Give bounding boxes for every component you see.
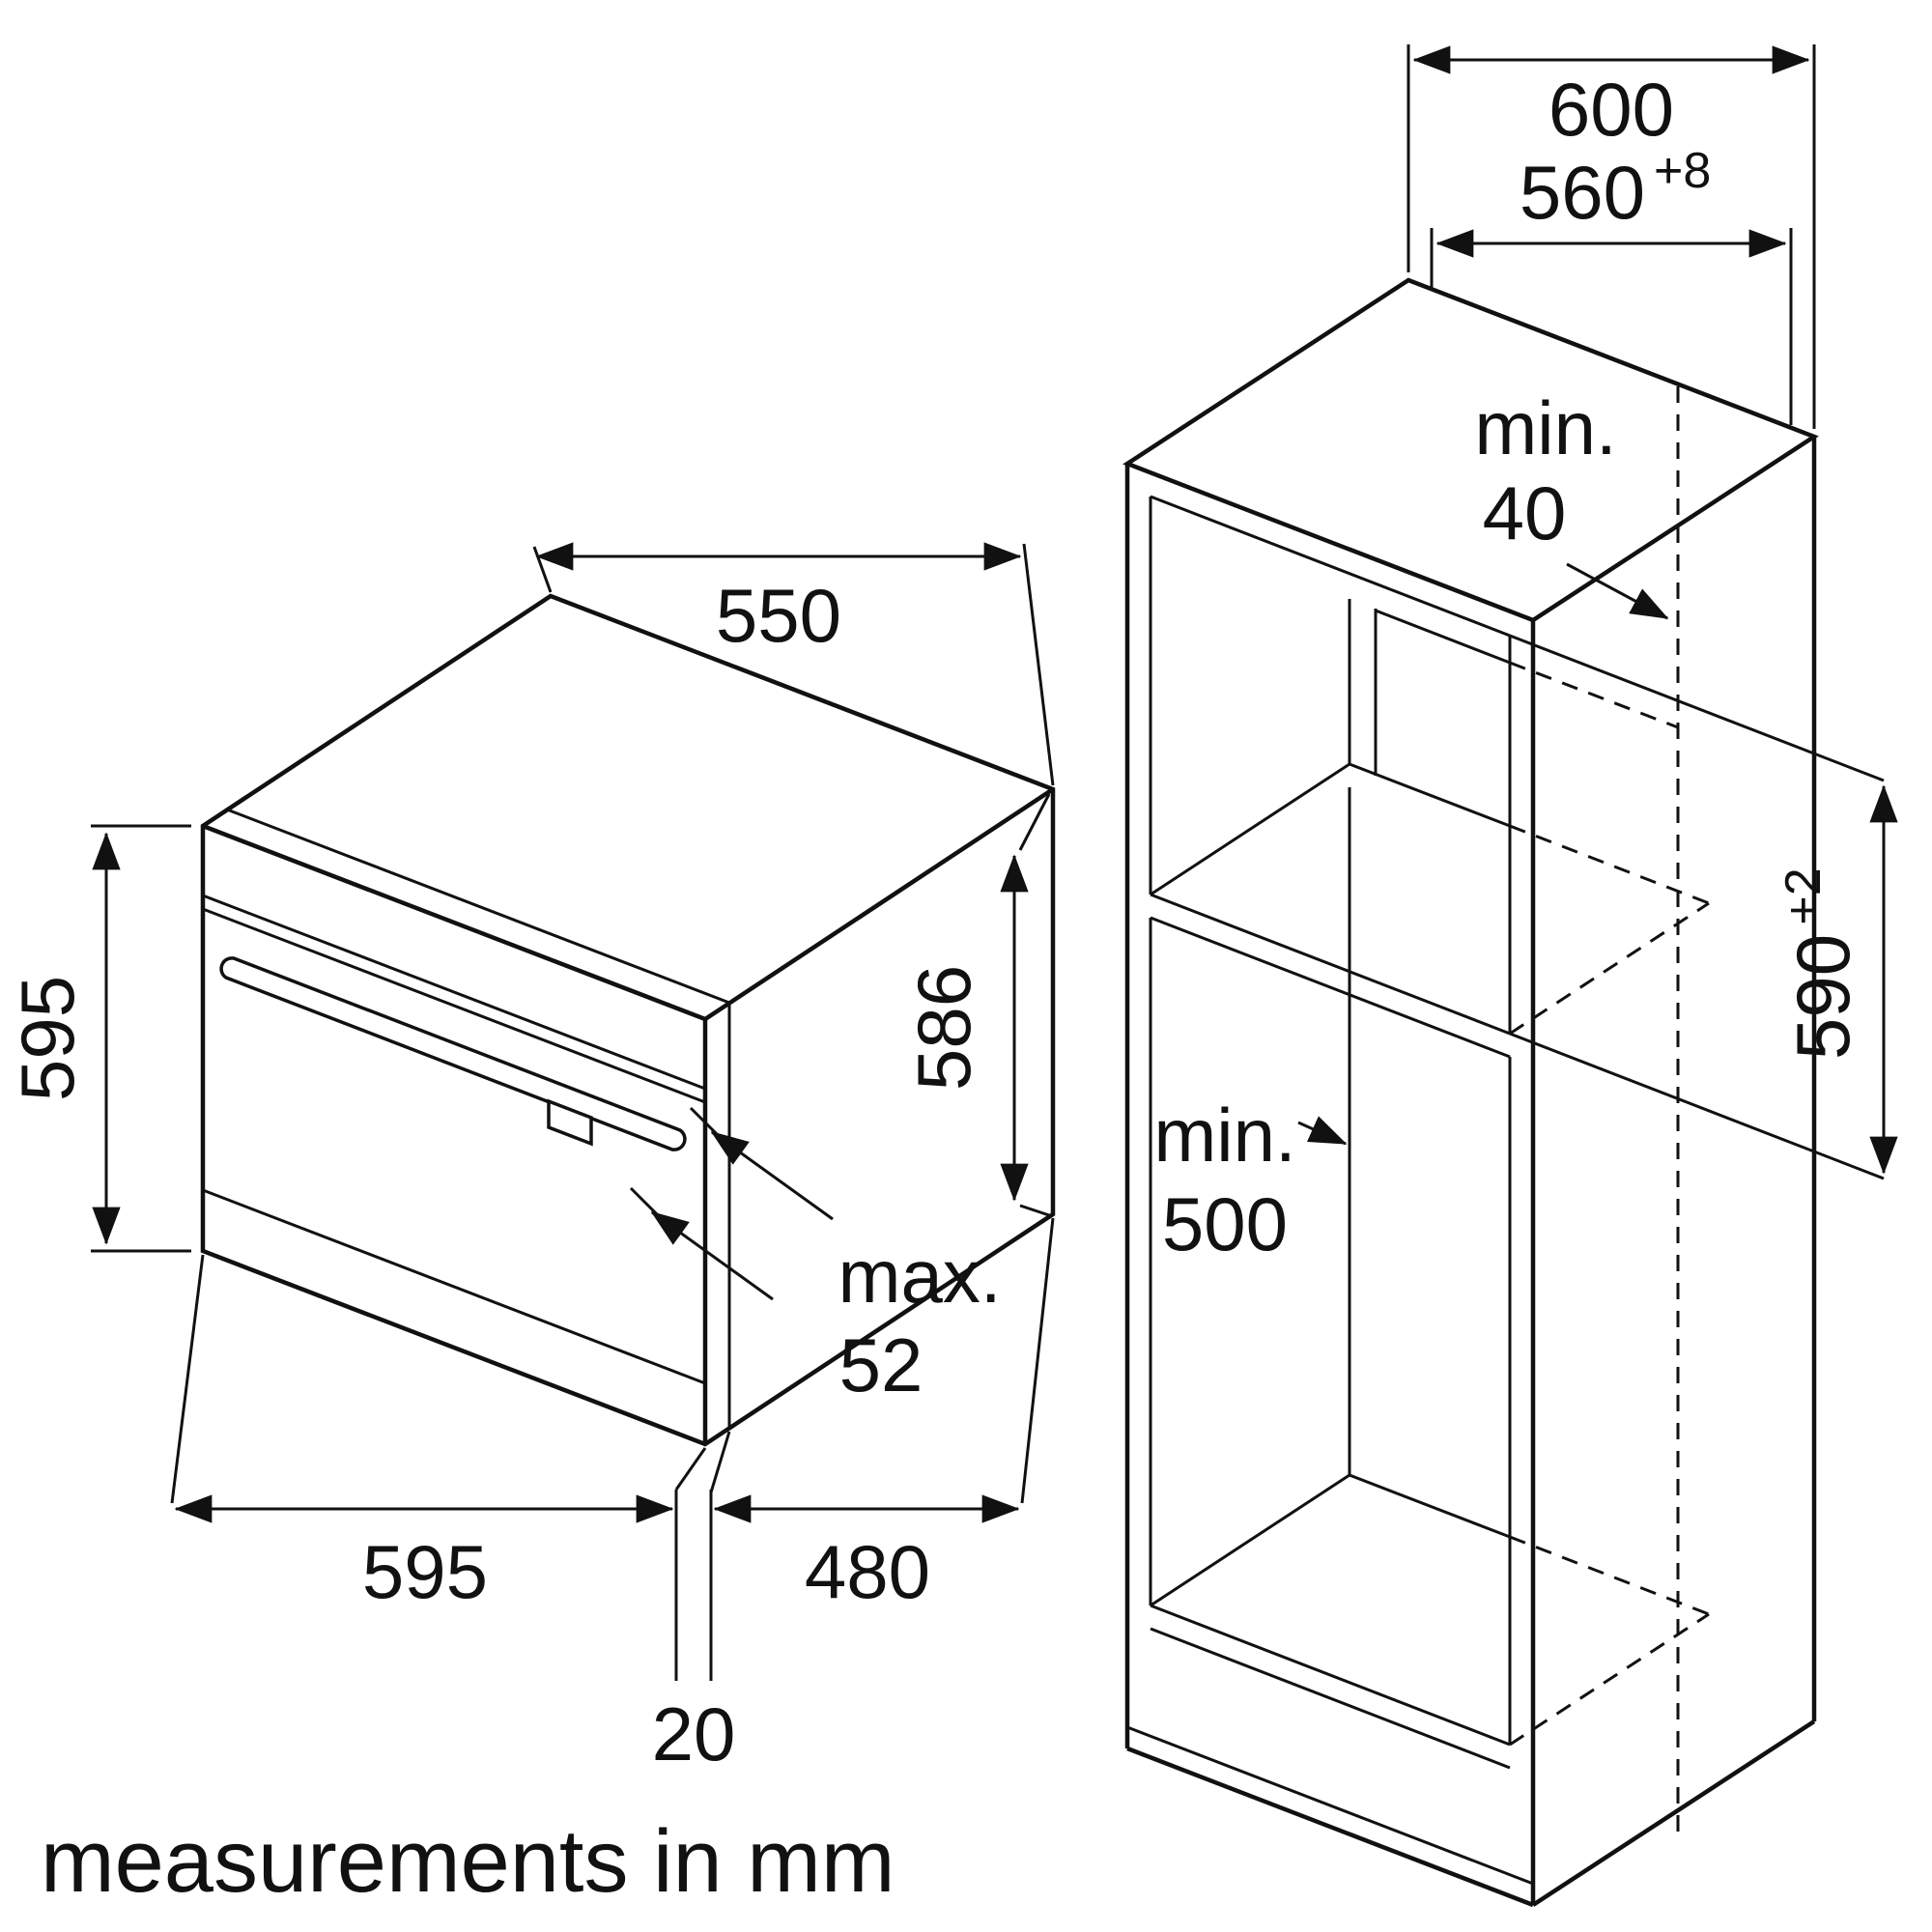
oven-handle-bracket bbox=[547, 1098, 593, 1147]
oven-top-right-edge bbox=[703, 787, 1055, 1021]
cabinet-dimensions: 600 560 +8 min. 40 min. 500 590 +2 bbox=[1153, 44, 1898, 1266]
oven-drawing bbox=[200, 593, 1056, 1447]
oven-control-panel-line-1 bbox=[202, 894, 706, 1091]
oven-handle-max-label: max. bbox=[838, 1234, 1001, 1319]
niche-depth-label: min. bbox=[1153, 1093, 1295, 1178]
oven-door-bottom-line bbox=[202, 1188, 706, 1385]
cabinet-bottom-front-edge bbox=[1126, 1746, 1534, 1908]
oven-depth-bottom-label: 480 bbox=[805, 1529, 930, 1614]
cabinet-top-face bbox=[1122, 277, 1819, 623]
oven-body-outline bbox=[200, 593, 1056, 1447]
measurements-note: measurements in mm bbox=[41, 1812, 895, 1911]
niche-rear-gap-label: min. bbox=[1474, 385, 1616, 470]
oven-handle-max-value: 52 bbox=[839, 1322, 923, 1407]
oven-height-left-label: 595 bbox=[5, 976, 90, 1101]
oven-control-panel-line-2 bbox=[202, 907, 706, 1104]
niche-height-tolerance: +2 bbox=[1776, 867, 1832, 924]
niche-inner-width-tolerance: +8 bbox=[1654, 143, 1711, 199]
oven-front-top-edge bbox=[202, 823, 706, 1022]
oven-width-bottom-label: 595 bbox=[362, 1529, 488, 1614]
oven-depth-top-label: 550 bbox=[716, 573, 841, 658]
cabinet-bottom-right-edge bbox=[1531, 1719, 1816, 1907]
niche-height-label: 590 bbox=[1780, 934, 1865, 1060]
oven-front-overhang-label: 20 bbox=[652, 1691, 736, 1776]
oven-door-handle bbox=[219, 956, 687, 1151]
cabinet-shelf bbox=[1150, 762, 1710, 1059]
cabinet-drawing bbox=[1122, 277, 1819, 1908]
niche-inner-width-label: 560 bbox=[1520, 150, 1645, 235]
cabinet-base bbox=[1150, 1473, 1710, 1770]
niche-outer-width-label: 600 bbox=[1548, 67, 1674, 152]
oven-height-rear-label: 586 bbox=[901, 965, 986, 1091]
niche-depth-value: 500 bbox=[1162, 1181, 1288, 1266]
niche-rear-gap-value: 40 bbox=[1483, 470, 1567, 555]
oven-dimensions: 550 595 586 595 480 20 max. 52 bbox=[5, 542, 1055, 1776]
oven-frame-top-line bbox=[226, 808, 730, 1005]
